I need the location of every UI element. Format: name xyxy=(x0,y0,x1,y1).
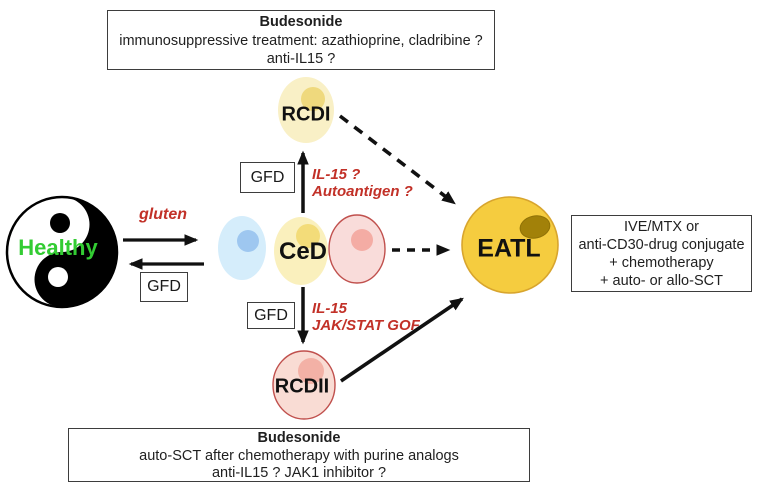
rcdii-treatment-line: auto-SCT after chemotherapy with purine … xyxy=(139,447,459,464)
driver-line: IL-15 ? xyxy=(312,166,361,183)
rcdii-cell xyxy=(272,350,336,420)
arrow-rcdi-to-eatl-dashed xyxy=(338,114,456,205)
eatl-treatment-line: anti-CD30-drug conjugate xyxy=(578,236,745,253)
ced-to-rcdii-drivers: IL-15 JAK/STAT GOF xyxy=(312,300,420,334)
rcdii-treatment-title: Budesonide xyxy=(257,430,341,446)
eatl-treatment-line: + chemotherapy xyxy=(609,254,714,271)
rcdi-treatment-box: Budesonide immunosuppressive treatment: … xyxy=(107,10,495,70)
rcdi-treatment-line: immunosuppressive treatment: azathioprin… xyxy=(119,32,483,49)
eatl-treatment-line: IVE/MTX or xyxy=(624,218,699,235)
gfd-box-rcdii: GFD xyxy=(247,302,295,329)
rcdi-label: RCDI xyxy=(281,103,331,126)
ced-yellow-cell xyxy=(274,217,328,285)
driver-line: Autoantigen ? xyxy=(312,182,413,200)
gluten-label: gluten xyxy=(139,205,187,223)
gfd-box-healthy: GFD xyxy=(140,272,188,302)
eatl-treatment-box: IVE/MTX or anti-CD30-drug conjugate + ch… xyxy=(571,215,752,292)
arrow-rcdii-to-eatl xyxy=(339,297,464,383)
gfd-label: GFD xyxy=(147,278,181,295)
ced-blue-cell xyxy=(218,216,266,280)
gfd-label: GFD xyxy=(250,168,285,186)
rcdii-treatment-box: Budesonide auto-SCT after chemotherapy w… xyxy=(68,428,530,482)
driver-line: JAK/STAT GOF xyxy=(312,316,420,334)
ced-label: CeD xyxy=(278,238,328,265)
eatl-cell xyxy=(461,196,559,294)
rcdii-label: RCDII xyxy=(274,375,330,398)
eatl-label: EATL xyxy=(477,234,541,263)
driver-line: IL-15 xyxy=(312,300,348,317)
gfd-box-rcdi: GFD xyxy=(240,162,295,193)
healthy-label: Healthy xyxy=(18,235,98,260)
ced-to-rcdi-drivers: IL-15 ? Autoantigen ? xyxy=(312,166,413,200)
rcdii-treatment-line: anti-IL15 ? JAK1 inhibitor ? xyxy=(211,465,387,481)
eatl-treatment-line: + auto- or allo-SCT xyxy=(600,272,723,289)
gfd-label: GFD xyxy=(254,306,288,324)
rcdi-cell xyxy=(278,77,334,143)
rcdi-treatment-line: anti-IL15 ? xyxy=(266,51,336,67)
rcdi-treatment-title: Budesonide xyxy=(259,14,343,30)
yin-yang-icon xyxy=(5,195,119,309)
ced-pink-cell xyxy=(328,214,386,284)
